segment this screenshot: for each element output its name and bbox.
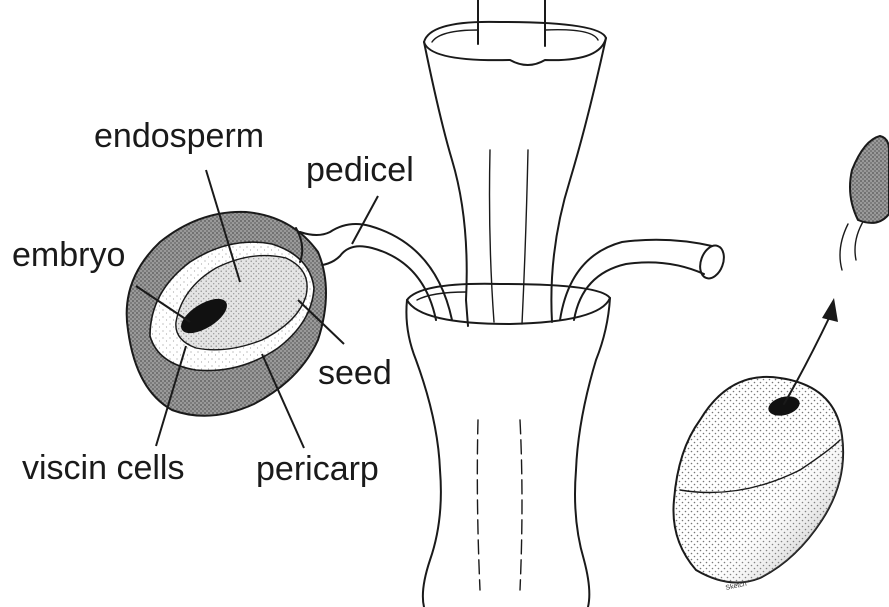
label-pericarp: pericarp <box>256 450 379 488</box>
leader-pedicel <box>352 196 378 244</box>
cut-fruit <box>127 212 326 416</box>
label-viscin-cells: viscin cells <box>22 449 184 487</box>
label-seed: seed <box>318 354 392 392</box>
lower-stem <box>406 284 610 607</box>
label-pedicel: pedicel <box>306 151 414 189</box>
pedicel-right <box>560 240 728 320</box>
label-endosperm: endosperm <box>94 117 264 155</box>
upper-stem <box>424 0 606 326</box>
germinating-seed: Sketch <box>673 136 889 592</box>
label-embryo: embryo <box>12 236 125 274</box>
